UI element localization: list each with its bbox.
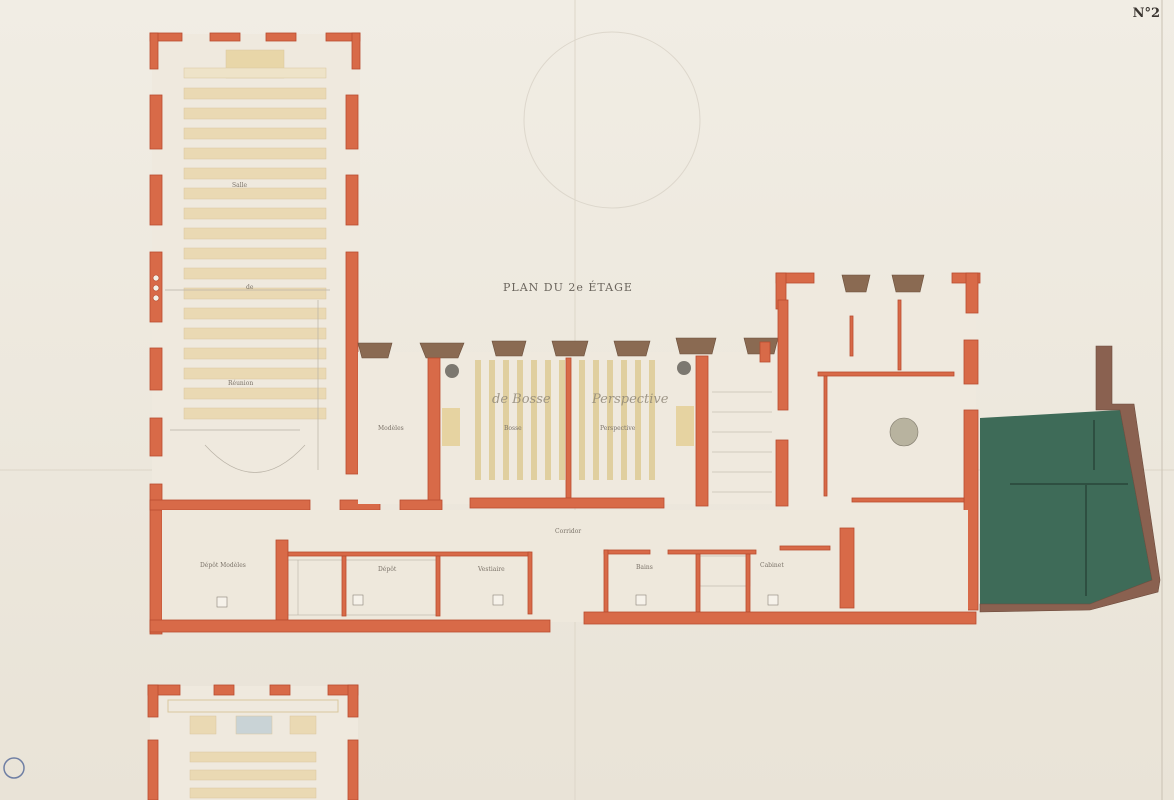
sheet-number: N°2 [1132, 6, 1160, 21]
room-label-bosse: Bosse [504, 425, 522, 432]
room-label-salle: Salle [232, 182, 248, 189]
pencil-note-bosse: de Bosse [492, 392, 551, 407]
construction-circle [523, 31, 701, 209]
meeting-hall [149, 32, 381, 635]
room-label-reunion: Réunion [228, 380, 254, 387]
room-label-bains: Bains [636, 564, 653, 571]
room-label-cabinet: Cabinet [760, 562, 784, 569]
shaded-annex [979, 345, 1161, 613]
room-label-modeles: Modèles [378, 425, 404, 432]
archive-stamp [3, 757, 25, 779]
studio-rooms [357, 337, 786, 511]
lower-plan [147, 684, 359, 800]
lower-rooms [149, 510, 977, 633]
room-label-depot: Dépôt [378, 566, 397, 573]
room-label-vestiaire: Vestiaire [478, 566, 505, 573]
plan-title: PLAN DU 2e ÉTAGE [503, 281, 633, 294]
room-label-perspective: Perspective [600, 425, 636, 432]
room-label-de: de [246, 284, 254, 291]
room-label-depot-modeles: Dépôt Modèles [200, 562, 246, 569]
pencil-note-perspective: Perspective [592, 392, 669, 407]
room-label-corridor: Corridor [555, 528, 582, 535]
